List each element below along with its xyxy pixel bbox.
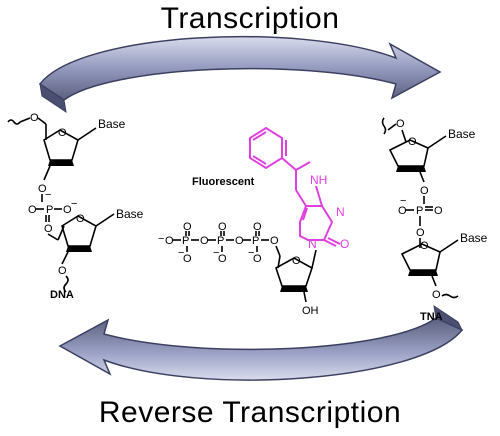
tna-base-2: Base xyxy=(460,231,488,245)
tna-o-6: O xyxy=(432,289,441,301)
tp-p-3: P xyxy=(252,235,259,247)
tna-base-1: Base xyxy=(448,127,476,141)
dna-structure: O O Base O O P O − − O O Base xyxy=(7,112,144,301)
dna-minus-2: − xyxy=(45,189,51,201)
base-n-2: N xyxy=(336,205,345,219)
dna-o-5: O xyxy=(44,223,53,235)
dna-ring-o-1: O xyxy=(58,127,67,139)
tna-minus-1: − xyxy=(400,195,406,207)
tp-p-2: P xyxy=(217,235,224,247)
tp-minus-2: − xyxy=(213,247,219,259)
reverse-transcription-title: Reverse Transcription xyxy=(98,396,402,429)
dna-o-1: O xyxy=(30,112,39,124)
transcription-arrow xyxy=(38,35,442,114)
sugar-ring-o: O xyxy=(292,255,301,267)
tna-o-2: O xyxy=(420,185,429,197)
tp-o-4: O xyxy=(200,235,209,247)
sugar-oh: OH xyxy=(302,305,319,317)
tna-structure: O O Base O O − P O O O Base O xyxy=(381,117,488,323)
tna-o-3: O xyxy=(398,205,407,217)
fluorescent-label: Fluorescent xyxy=(192,176,255,188)
tp-o-8: O xyxy=(253,221,262,233)
dna-ring-o-2: O xyxy=(76,213,85,225)
transcription-title: Transcription xyxy=(160,2,340,35)
tp-o-1: O xyxy=(165,235,174,247)
tp-o-5: O xyxy=(218,221,227,233)
tna-o-4: O xyxy=(434,205,443,217)
tp-minus-1: − xyxy=(178,247,184,259)
tna-o-1: O xyxy=(396,118,405,130)
dna-o-3: O xyxy=(28,204,37,216)
tp-o-6: O xyxy=(218,253,227,265)
dna-label: DNA xyxy=(50,289,74,301)
tp-o-3: O xyxy=(183,253,192,265)
dna-o-2: O xyxy=(38,183,47,195)
tp-p-1: P xyxy=(182,235,189,247)
tp-minus-3: − xyxy=(248,247,254,259)
dna-o-4: O xyxy=(63,204,72,216)
tp-o-10: O xyxy=(270,235,279,247)
dna-p: P xyxy=(46,204,53,216)
tna-p: P xyxy=(416,205,423,217)
tp-o-9: O xyxy=(253,253,262,265)
tp-o-2: O xyxy=(183,221,192,233)
dna-minus-1: − xyxy=(71,198,77,210)
dna-o-6: O xyxy=(58,265,67,277)
fluorescent-nucleotide: Fluorescent − O P O O − O P O O − O P xyxy=(158,126,349,317)
tna-ring-o-2: O xyxy=(420,240,429,252)
base-c-o: O xyxy=(340,237,349,251)
base-nh: NH xyxy=(310,173,327,187)
base-n-1: N xyxy=(308,237,317,251)
reverse-transcription-arrow xyxy=(58,304,464,381)
tp-o-7: O xyxy=(235,235,244,247)
dna-base-1: Base xyxy=(98,117,126,131)
tna-label: TNA xyxy=(420,311,443,323)
tna-ring-o-1: O xyxy=(408,136,417,148)
tna-o-5: O xyxy=(416,227,425,239)
dna-base-2: Base xyxy=(116,207,144,221)
fluorophore-base: N O N NH xyxy=(249,126,349,251)
tp-minus-o: − xyxy=(158,233,164,245)
